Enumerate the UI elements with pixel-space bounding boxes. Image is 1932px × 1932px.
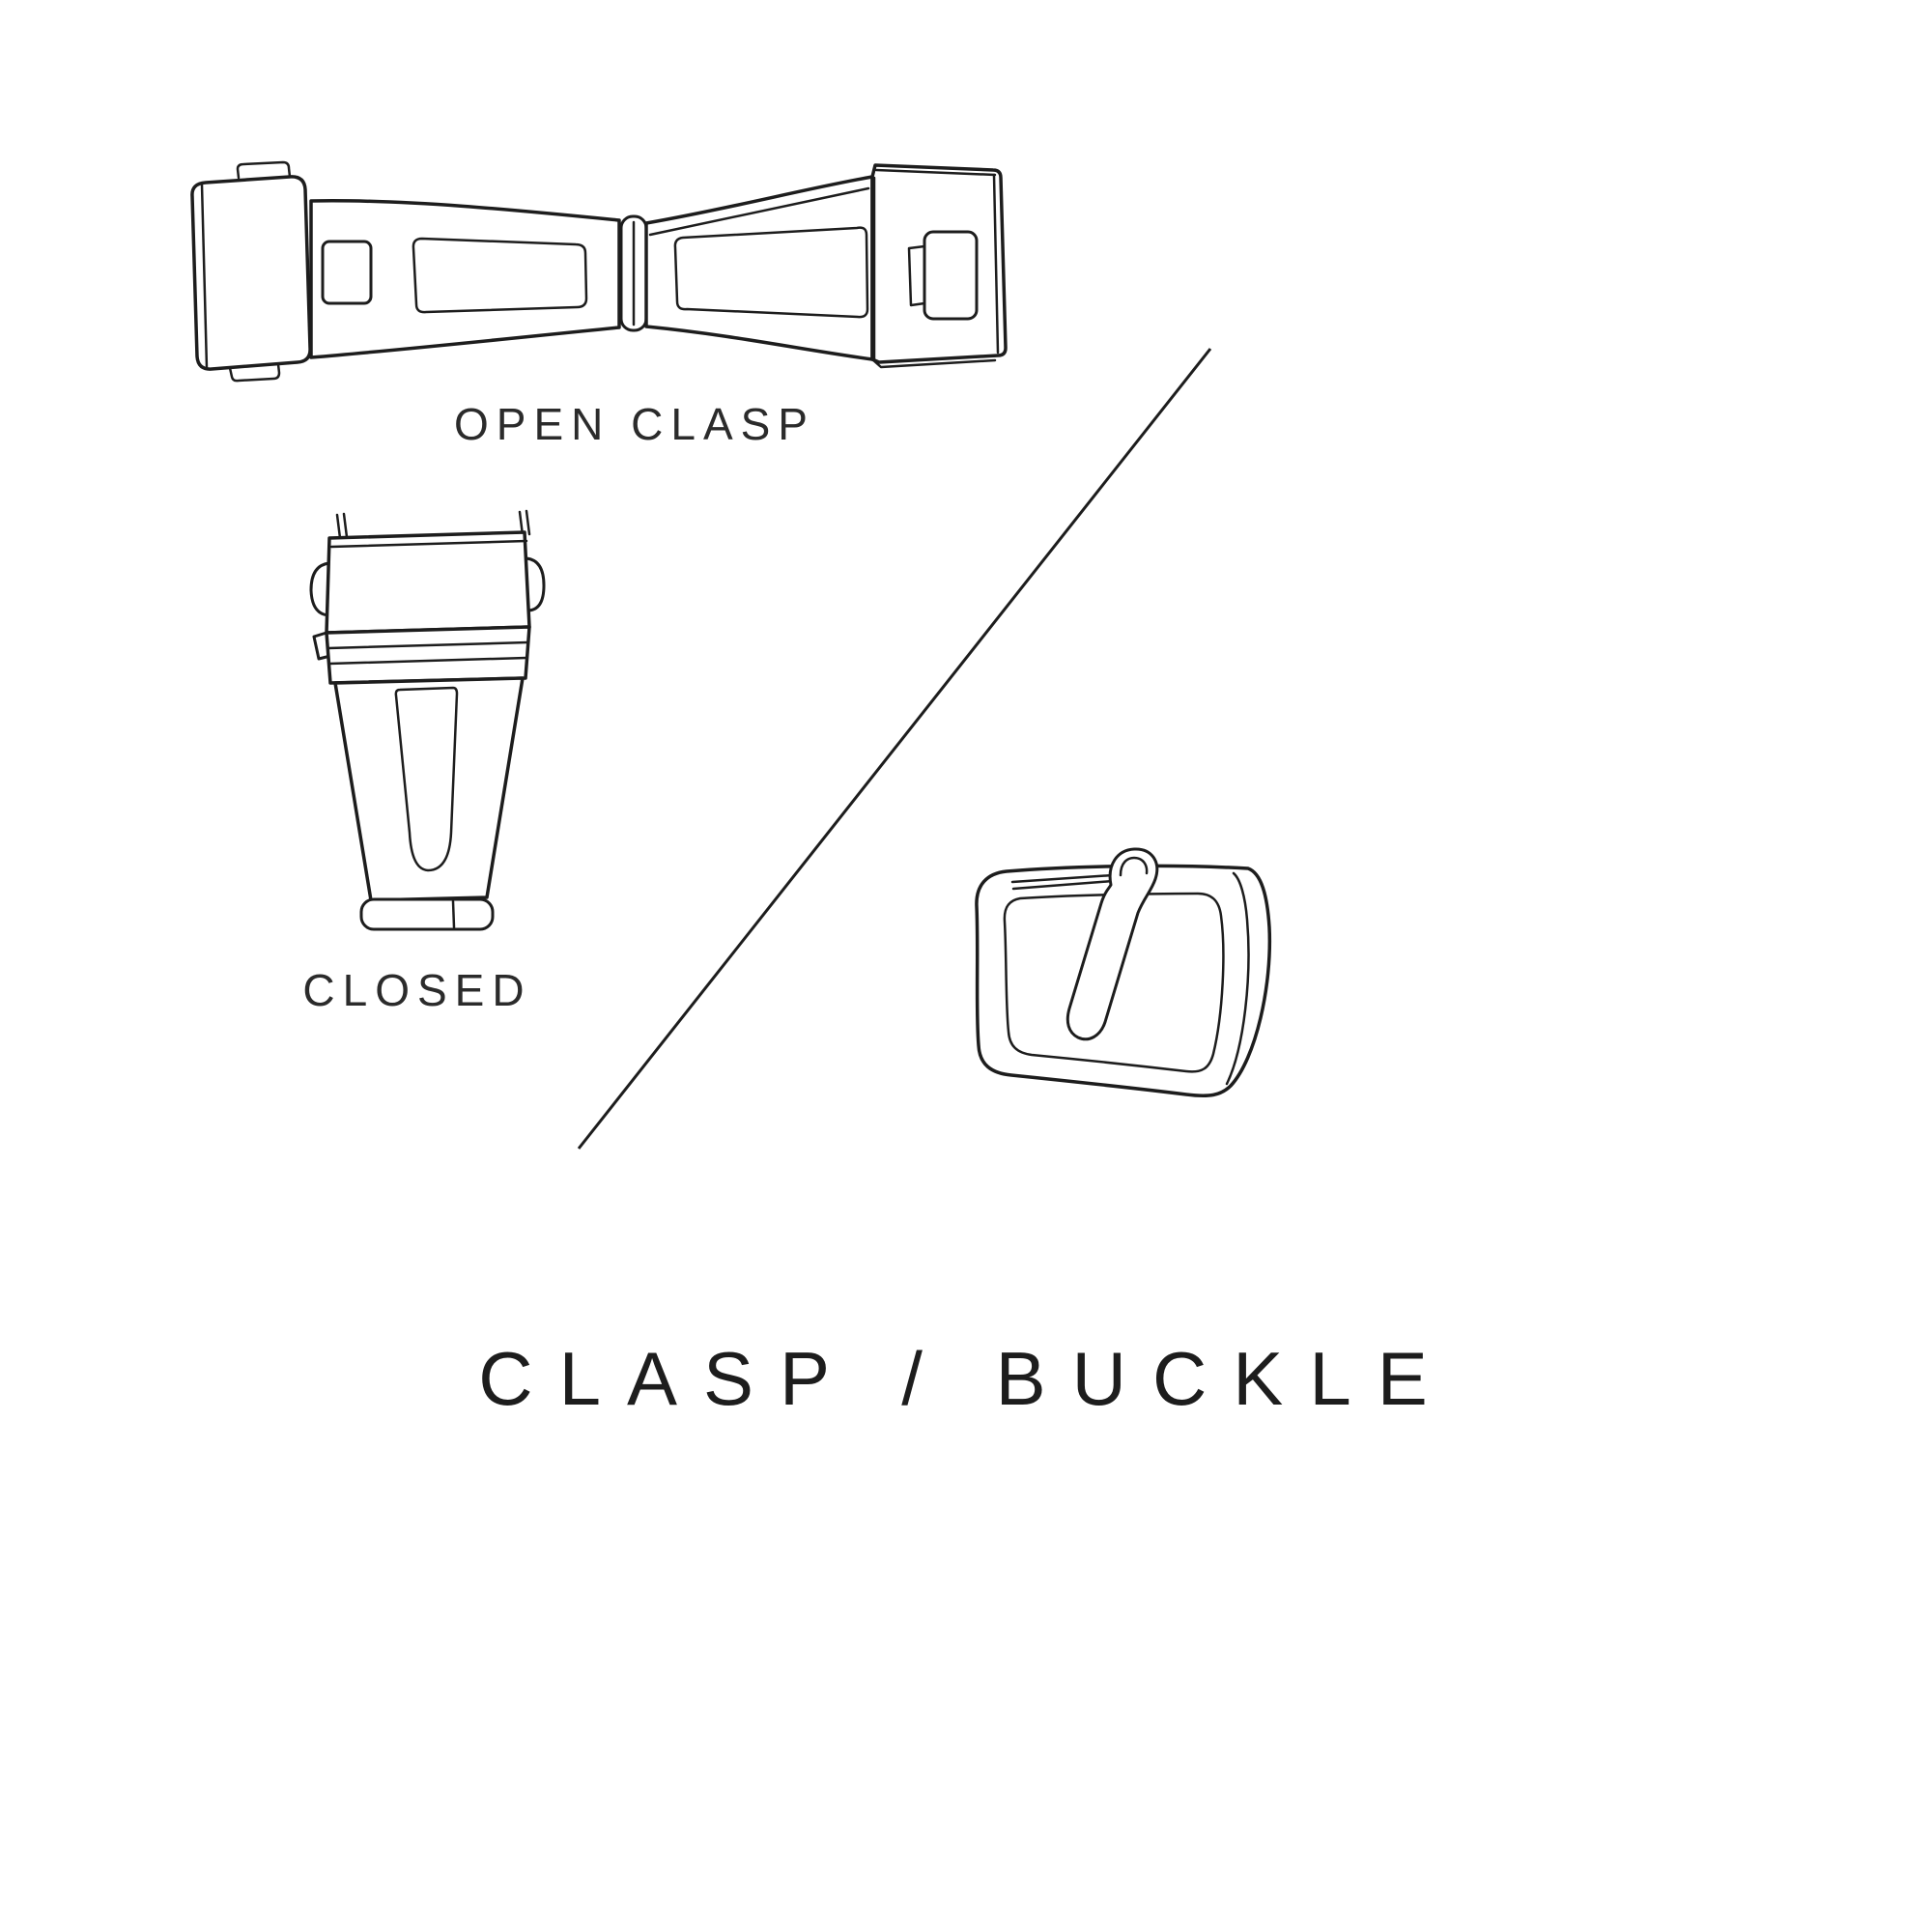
open-clasp-label: OPEN CLASP: [454, 399, 815, 449]
buckle-illustration: [975, 847, 1272, 1098]
diagonal-divider: [577, 348, 1212, 1150]
closed-clasp-label: CLOSED: [302, 965, 532, 1015]
page-title: CLASP / BUCKLE: [478, 1336, 1454, 1421]
closed-clasp-illustration: [309, 509, 546, 931]
open-clasp-illustration: [190, 160, 1008, 383]
